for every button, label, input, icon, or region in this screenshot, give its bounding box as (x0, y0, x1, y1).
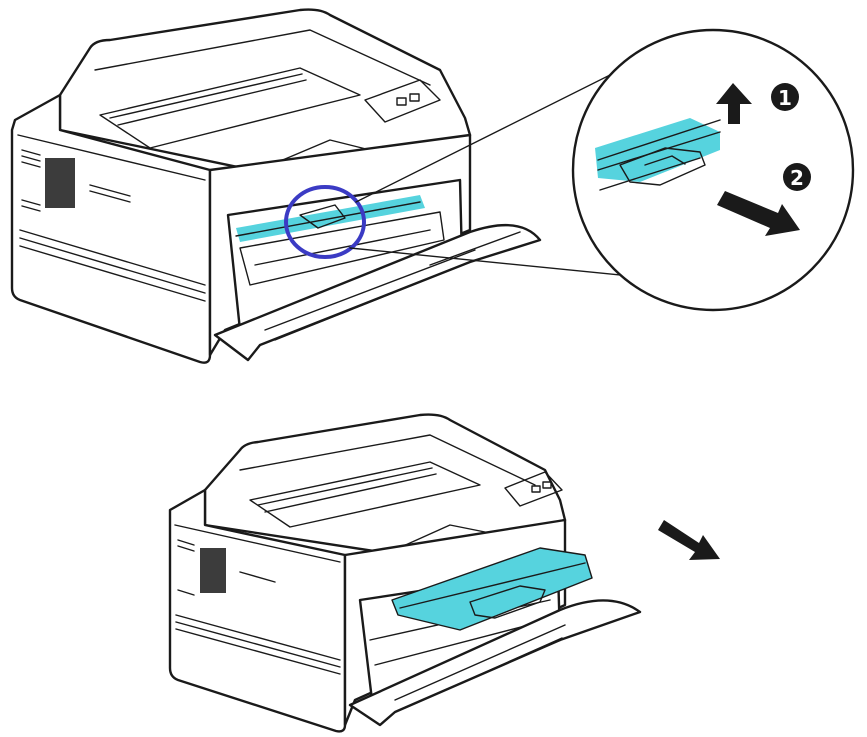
bottom-printer-drum-handle (469, 585, 546, 619)
bottom-printer-control-panel (504, 471, 563, 507)
bottom-printer-output-slot (249, 461, 481, 528)
magnified-view: 1 2 (571, 28, 855, 312)
step-number-1: 1 (778, 86, 792, 110)
bottom-printer-drum-highlight (392, 548, 592, 630)
callout-leader-line (355, 59, 641, 203)
top-printer-lid-edge (94, 29, 431, 86)
magnified-drum-highlight (595, 118, 720, 182)
step-number-2: 2 (790, 166, 804, 190)
bottom-printer-vent-grille (175, 539, 341, 675)
magnified-lock-lever (619, 147, 706, 186)
arrow-down-right-icon (658, 520, 720, 560)
top-printer-control-panel (364, 79, 441, 123)
callout-circle (284, 185, 366, 259)
bottom-printer (168, 413, 720, 733)
top-printer-vent-grille (19, 149, 206, 302)
top-printer-output-slot (99, 67, 361, 149)
top-printer-lid (58, 8, 472, 182)
step-badge-2: 2 (783, 163, 811, 191)
bottom-printer-front-door (348, 599, 642, 727)
bottom-printer-button (542, 481, 552, 489)
arrow-up-icon (716, 83, 752, 124)
top-printer-button (396, 97, 407, 106)
top-printer-button (409, 93, 420, 102)
arrow-down-right-icon (717, 191, 800, 236)
bottom-printer-button (531, 485, 541, 493)
top-printer-lock-lever (299, 204, 346, 229)
top-printer (10, 8, 771, 364)
step-badge-1: 1 (771, 83, 799, 111)
